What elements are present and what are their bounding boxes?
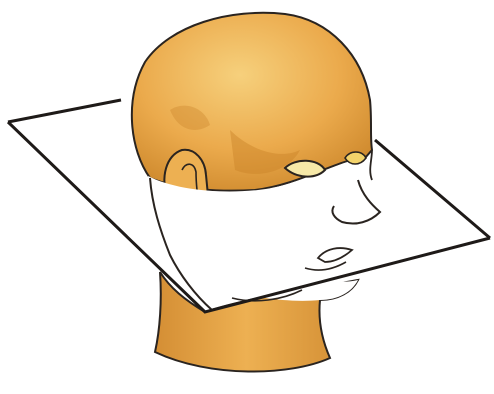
eye-far: [345, 152, 366, 164]
